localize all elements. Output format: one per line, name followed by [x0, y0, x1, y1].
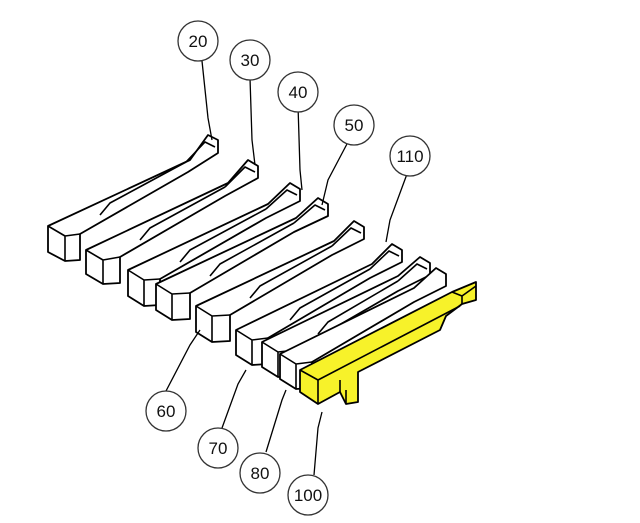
callout-110-label: 110	[396, 147, 423, 166]
leader-50	[321, 141, 349, 206]
key-part-20	[47, 134, 219, 262]
leader-70	[221, 369, 247, 429]
callout-70: 70	[197, 427, 239, 469]
leader-20	[201, 60, 213, 141]
leader-60	[165, 329, 201, 392]
key-part-50	[195, 220, 365, 343]
callout-60: 60	[145, 390, 187, 432]
callout-40-label: 40	[289, 83, 308, 102]
key-assembly	[47, 134, 477, 405]
callout-20-label: 20	[189, 32, 208, 51]
key-part-110	[261, 256, 431, 378]
key-part-80	[279, 267, 447, 390]
key-part-40b	[155, 197, 329, 321]
leader-lines	[165, 60, 408, 476]
key-part-30	[85, 159, 259, 285]
callout-50-label: 50	[345, 116, 364, 135]
key-part-100-highlighted	[299, 281, 477, 405]
key-part-60b	[235, 243, 403, 366]
callout-30: 30	[229, 39, 271, 81]
callout-110: 110	[389, 135, 431, 177]
leader-100	[313, 411, 323, 476]
callout-60-label: 60	[157, 402, 176, 421]
callout-40: 40	[277, 71, 319, 113]
callout-100-label: 100	[294, 486, 322, 505]
leader-40	[297, 104, 303, 191]
key-part-40	[127, 182, 301, 307]
callout-50: 50	[333, 104, 375, 146]
callout-20: 20	[177, 20, 219, 62]
callout-80-label: 80	[251, 464, 270, 483]
callout-100: 100	[287, 474, 329, 516]
callout-70-label: 70	[209, 439, 228, 458]
leader-30	[249, 77, 256, 166]
callout-80: 80	[239, 452, 281, 494]
callout-30-label: 30	[241, 51, 260, 70]
leader-110	[385, 173, 408, 243]
leader-80	[265, 389, 287, 453]
